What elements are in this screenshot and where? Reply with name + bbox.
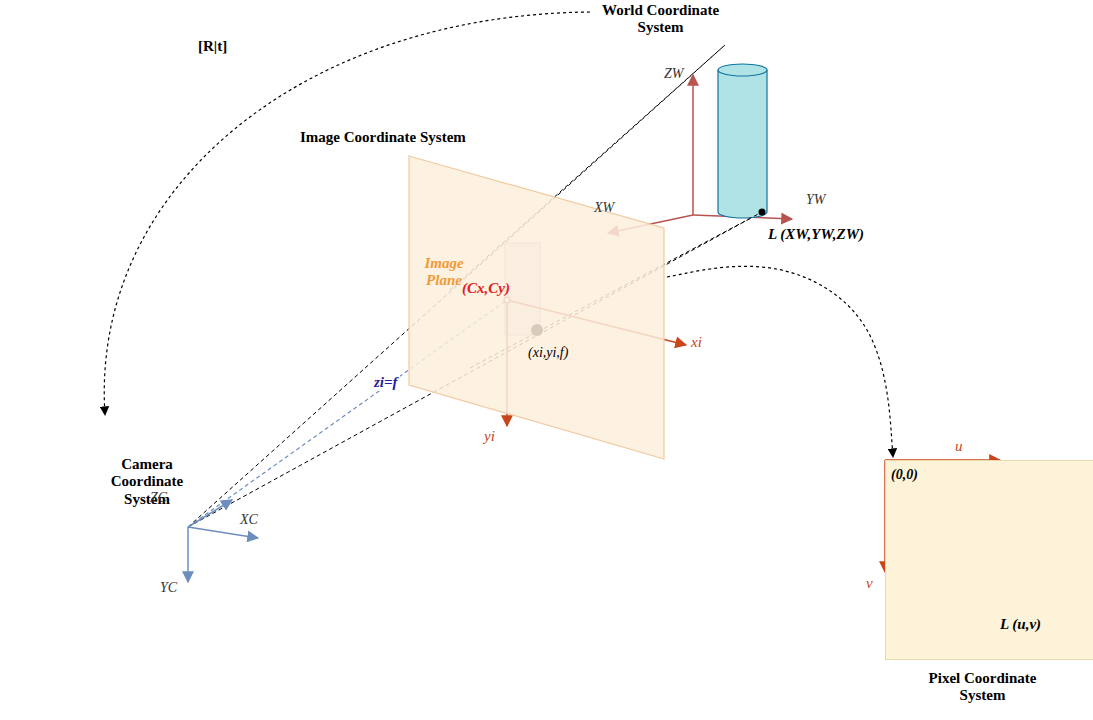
image-plane: Image Coordinate SystemImage Plane	[408, 155, 665, 460]
system-title: Camera Coordinate System	[92, 456, 202, 508]
camera-axes	[187, 527, 189, 582]
world-axes	[692, 75, 694, 215]
projection-rays	[188, 45, 762, 527]
world-cylinder	[718, 64, 767, 218]
camera-axes	[188, 527, 258, 538]
axis-label: yi	[484, 428, 495, 445]
camera-axes	[188, 500, 258, 582]
axis-label: ZC	[150, 490, 167, 506]
image-plane-shape	[409, 156, 664, 459]
system-title: World Coordinate System	[598, 2, 723, 37]
principal-point-label: (Cx,Cy)	[462, 280, 510, 297]
panel-heading: Pixel Coordinate System	[915, 670, 1050, 705]
world-cylinder	[718, 70, 767, 218]
transform-label: [R|t]	[196, 38, 229, 55]
dashed-connector	[667, 266, 893, 457]
world-cylinder	[718, 64, 767, 76]
axis-label: u	[955, 438, 963, 455]
projection-rays	[188, 45, 725, 527]
point-label: (xi,yi,f)	[528, 345, 568, 361]
image-plane-outline	[408, 155, 665, 460]
camera-axes	[188, 500, 232, 527]
axis-label: XW	[594, 200, 614, 216]
axis-label: XC	[240, 512, 258, 528]
focal-label: zi=f	[372, 374, 400, 391]
pixel-panel: Pixel Coordinate System	[885, 460, 1093, 660]
axis-label: v	[866, 575, 873, 592]
pixel-panel-outline	[885, 460, 1093, 660]
axis-label: ZW	[664, 66, 683, 82]
plane-heading: Image Coordinate System	[300, 129, 540, 146]
world-cylinder	[759, 209, 766, 216]
point-label: L (u,v)	[1000, 616, 1041, 633]
origin-label: (0,0)	[891, 467, 918, 483]
point-label: L (XW,YW,ZW)	[768, 226, 864, 243]
axis-label: YC	[160, 580, 177, 596]
axis-label: xi	[691, 334, 702, 351]
axis-label: YW	[806, 192, 825, 208]
pixel-panel-shape	[886, 461, 1093, 660]
